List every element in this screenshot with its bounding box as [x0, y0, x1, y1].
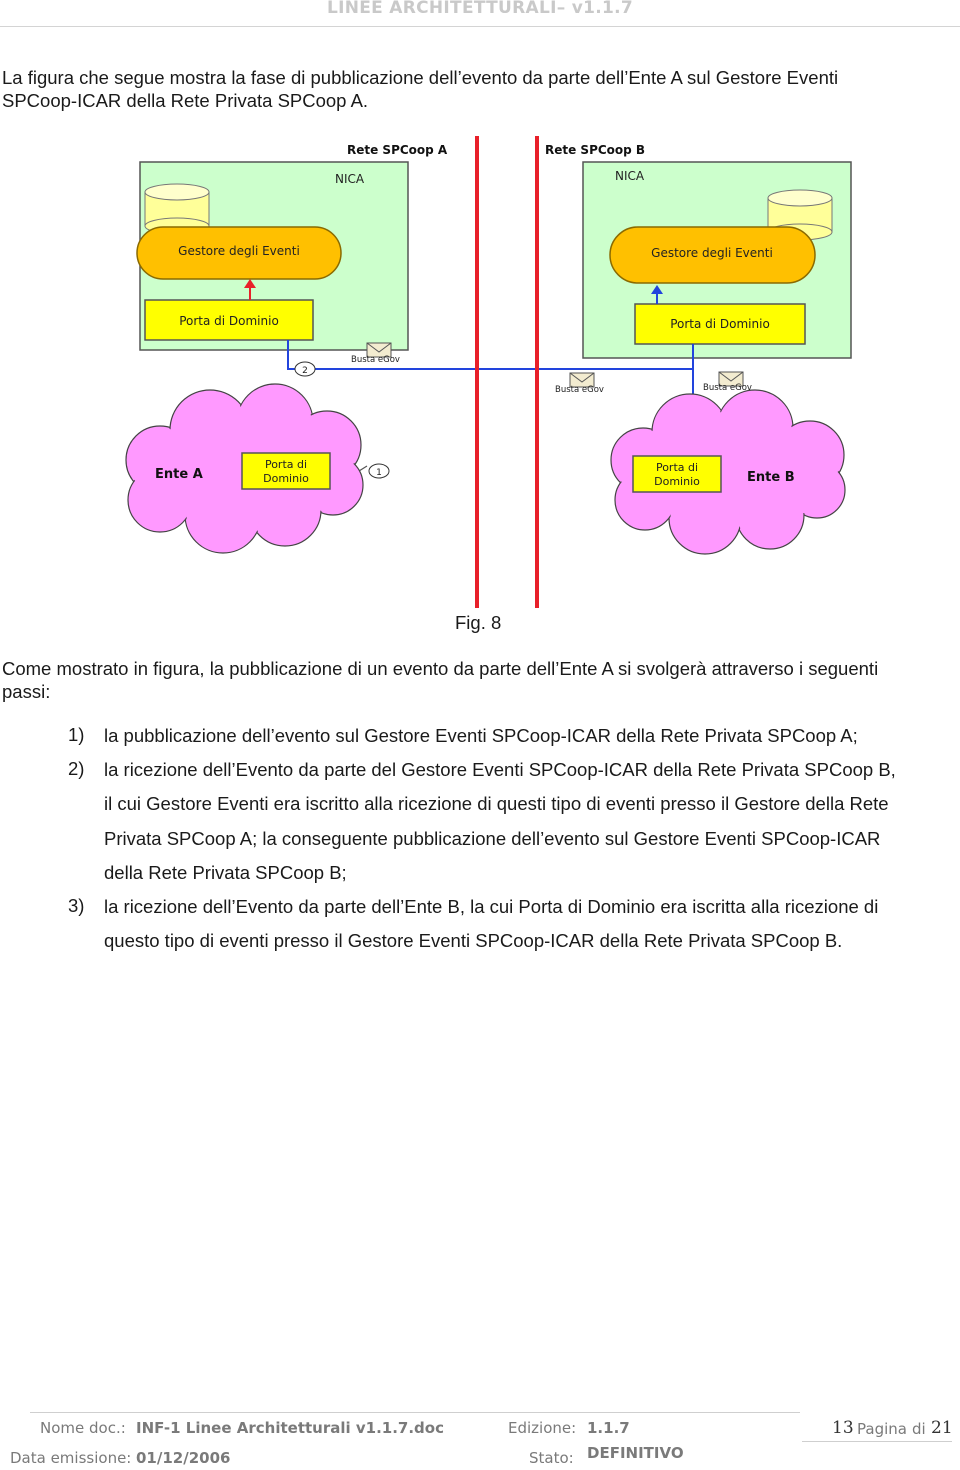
list-item-line: questo tipo di eventi presso il Gestore … — [104, 930, 843, 952]
footer-stato-label: Stato: — [529, 1449, 574, 1467]
list-item-line: la pubblicazione dell’evento sul Gestore… — [104, 725, 858, 746]
net-a-label: Rete SPCoop A — [347, 143, 448, 157]
intro-line-2: SPCoop-ICAR della Rete Privata SPCoop A. — [2, 90, 369, 111]
footer-data-label: Data emissione: — [10, 1449, 132, 1467]
envelope-icon — [569, 372, 595, 388]
ente-a-cloud — [125, 383, 364, 554]
list-item: 3) la ricezione dell’Evento da parte del… — [68, 895, 958, 963]
figure-caption: Fig. 8 — [455, 612, 502, 633]
footer-nome-value: INF-1 Linee Architetturali v1.1.7.doc — [136, 1419, 444, 1437]
ente-b-porta-l2: Dominio — [654, 475, 700, 488]
arrow-up-icon — [651, 285, 663, 294]
gestore-b — [609, 226, 816, 284]
arrow-up-icon — [244, 279, 256, 288]
ente-b-label: Ente B — [747, 470, 795, 485]
ente-a-porta-l1: Porta di — [265, 458, 307, 471]
porta-di-dominio-b — [634, 303, 806, 345]
page-total: 21 — [931, 1418, 953, 1438]
body-line-1: Come mostrato in figura, la pubblicazion… — [2, 658, 879, 679]
ente-a-porta-l2: Dominio — [263, 472, 309, 485]
footer-nome-label: Nome doc.: — [40, 1419, 126, 1437]
list-item: 2) la ricezione dell’Evento da parte del… — [68, 758, 958, 895]
footer-rule-page — [802, 1441, 952, 1442]
ente-b-porta-box — [632, 455, 722, 493]
list-item-number: 3) — [68, 894, 85, 916]
footer-data-value: 01/12/2006 — [136, 1449, 231, 1467]
intro-paragraph: La figura che segue mostra la fase di pu… — [2, 66, 942, 112]
envelope-icon — [718, 371, 744, 387]
list-item-number: 1) — [68, 724, 85, 745]
footer-edizione-value: 1.1.7 — [587, 1419, 630, 1437]
busta-label-2: Busta eGov — [555, 385, 604, 395]
page-of-label: di — [912, 1420, 926, 1438]
steps-list: 1) la pubblicazione dell’evento sul Gest… — [68, 724, 958, 963]
ente-a-label: Ente A — [155, 467, 203, 482]
link-line — [287, 340, 694, 370]
busta-label-3: Busta eGov — [703, 383, 752, 393]
ente-b-porta-l1: Porta di — [656, 461, 698, 474]
gestore-a-label: Gestore degli Eventi — [178, 244, 300, 258]
footer-rule — [30, 1412, 800, 1413]
architecture-figure: Rete SPCoop A Rete SPCoop B NICA Gestore… — [125, 136, 852, 608]
list-item-line: Privata SPCoop A; la conseguente pubblic… — [104, 827, 881, 849]
step-marker-1-label: 1 — [376, 468, 382, 478]
nica-b-label: NICA — [615, 169, 645, 183]
page-label: Pagina — [857, 1420, 907, 1438]
running-header: LINEE ARCHITETTURALI– v1.1.7 — [326, 0, 634, 18]
footer-edizione-label: Edizione: — [508, 1419, 577, 1437]
list-item-line: la ricezione dell’Evento da parte del Ge… — [104, 759, 896, 781]
envelope-icon — [366, 342, 392, 358]
step-marker-2 — [294, 361, 316, 377]
ente-a-porta-box — [241, 452, 331, 490]
page-number: 13 — [832, 1418, 854, 1438]
porta-di-dominio-a — [144, 299, 314, 341]
nica-a-label: NICA — [335, 172, 365, 186]
list-item-line: il cui Gestore Eventi era iscritto alla … — [104, 793, 889, 815]
list-item: 1) la pubblicazione dell’evento sul Gest… — [68, 724, 958, 758]
step-marker-1 — [368, 463, 390, 479]
list-item-line: della Rete Privata SPCoop B; — [104, 861, 347, 883]
gestore-b-label: Gestore degli Eventi — [651, 246, 773, 260]
list-item-line: la ricezione dell’Evento da parte dell’E… — [104, 895, 879, 917]
intro-line-1: La figura che segue mostra la fase di pu… — [2, 67, 839, 88]
list-item-number: 2) — [68, 758, 85, 780]
busta-label-1: Busta eGov — [351, 355, 400, 365]
body-paragraph: Come mostrato in figura, la pubblicazion… — [2, 657, 952, 703]
header-rule — [0, 26, 960, 27]
footer-stato-value: DEFINITIVO — [587, 1444, 684, 1462]
net-b-label: Rete SPCoop B — [545, 143, 645, 157]
porta-b-label: Porta di Dominio — [670, 317, 770, 331]
porta-a-label: Porta di Dominio — [179, 314, 279, 328]
step-marker-2-label: 2 — [302, 366, 308, 376]
body-line-2: passi: — [2, 681, 51, 702]
gestore-a — [136, 226, 342, 280]
